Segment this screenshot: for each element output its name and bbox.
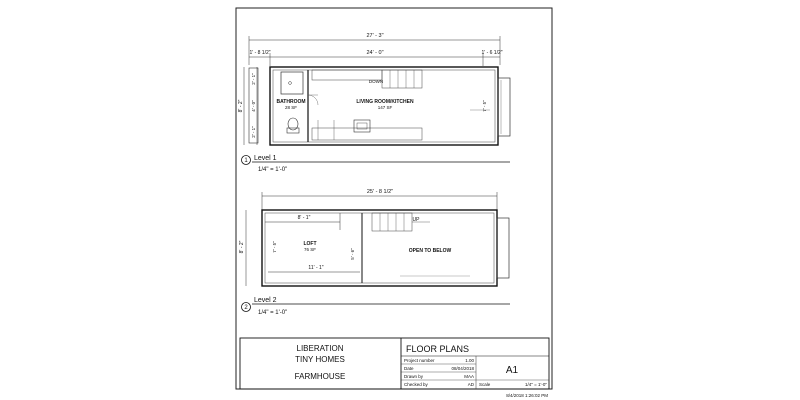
date-value: 08/04/2018: [451, 366, 474, 371]
kitchen-counter-bottom: [311, 127, 423, 141]
view-marker-1: [241, 155, 251, 165]
drawn-by-label: Drawn by: [404, 374, 424, 379]
stair-down-label: DOWN: [369, 79, 383, 84]
level1-right-dim: 1' - 6 1/2": [481, 50, 502, 56]
shower: [280, 71, 304, 95]
level2-plan: 25' - 8 1/2" 8' - 2" 8' - 1" 11' - 1" UP…: [239, 189, 510, 316]
drawn-by-value: MAA: [464, 374, 474, 379]
project-number-label: Project number: [404, 358, 435, 363]
sheet-title: FLOOR PLANS: [406, 344, 469, 354]
level1-side-dim-top: 2' - 1": [251, 73, 256, 85]
living-area: 147 SF: [378, 105, 393, 110]
loft-bottom-dim: 11' - 1": [308, 265, 323, 271]
sink: [353, 119, 371, 133]
scale-label: Scale: [479, 382, 491, 387]
toilet-tank: [286, 127, 300, 134]
level1-view-number: 1: [244, 158, 248, 164]
level2-right-end: [496, 217, 510, 279]
bathroom-area: 28 SF: [285, 105, 297, 110]
level2-view-title: Level 2: [254, 297, 277, 304]
level2-overall-dim: 25' - 8 1/2": [367, 189, 393, 195]
company-line1: LIBERATION: [297, 344, 344, 353]
checked-by-label: Checked by: [404, 382, 429, 387]
toilet-bowl: [287, 117, 299, 131]
date-label: Date: [404, 366, 414, 371]
loft-width-dim: 8' - 1": [298, 215, 311, 221]
level1-hitch: [248, 67, 259, 144]
level1-side-dim-total: 8' - 2": [238, 99, 244, 112]
level1-plan: 27' - 3" 1' - 8 1/2" 24' - 0" 1' - 6 1/2…: [238, 33, 511, 173]
level1-view-title: Level 1: [254, 155, 277, 162]
living-name: LIVING ROOM/KITCHEN: [356, 99, 414, 105]
level1-view-scale: 1/4" = 1'-0": [258, 167, 287, 173]
level2-side-dim-total: 8' - 2": [239, 240, 245, 253]
level1-side-dim-mid: 4' - 0": [251, 100, 256, 112]
stair-down: [381, 69, 423, 89]
level2-view-number: 2: [244, 305, 248, 311]
bathroom-name: BATHROOM: [276, 99, 305, 105]
company-line2: TINY HOMES: [295, 355, 345, 364]
level1-right-end: [497, 77, 511, 137]
open-to-below: OPEN TO BELOW: [409, 248, 452, 254]
loft-area: 76 SF: [304, 247, 316, 252]
level1-middle-dim: 24' - 0": [366, 50, 383, 56]
loft-name: LOFT: [303, 241, 316, 247]
level2-exterior-wall: [261, 209, 498, 287]
project-name: FARMHOUSE: [295, 372, 346, 381]
project-number: 1.00: [465, 358, 474, 363]
view-marker-2: [241, 302, 251, 312]
stair-up: [371, 212, 430, 232]
scale-value: 1/4" = 1'-0": [525, 382, 547, 387]
plot-timestamp: 8/4/2018 1:26:02 PM: [506, 393, 548, 398]
stair-up-label: UP: [413, 217, 421, 223]
title-block: LIBERATION TINY HOMES FARMHOUSE FLOOR PL…: [239, 337, 550, 390]
level2-view-scale: 1/4" = 1'-0": [258, 310, 287, 316]
level2-left-height: 7' - 5": [272, 241, 277, 253]
level1-left-dim: 1' - 8 1/2": [249, 50, 270, 56]
sheet-border: [235, 7, 553, 390]
level1-right-height: 7' - 5": [482, 100, 487, 112]
sheet-number: A1: [506, 365, 519, 376]
checked-by-value: AD: [468, 382, 475, 387]
level1-overall-dim: 27' - 3": [366, 33, 383, 39]
level1-side-dim-bottom: 2' - 1": [251, 126, 256, 138]
level2-mid-height: 5' - 6": [350, 248, 355, 260]
